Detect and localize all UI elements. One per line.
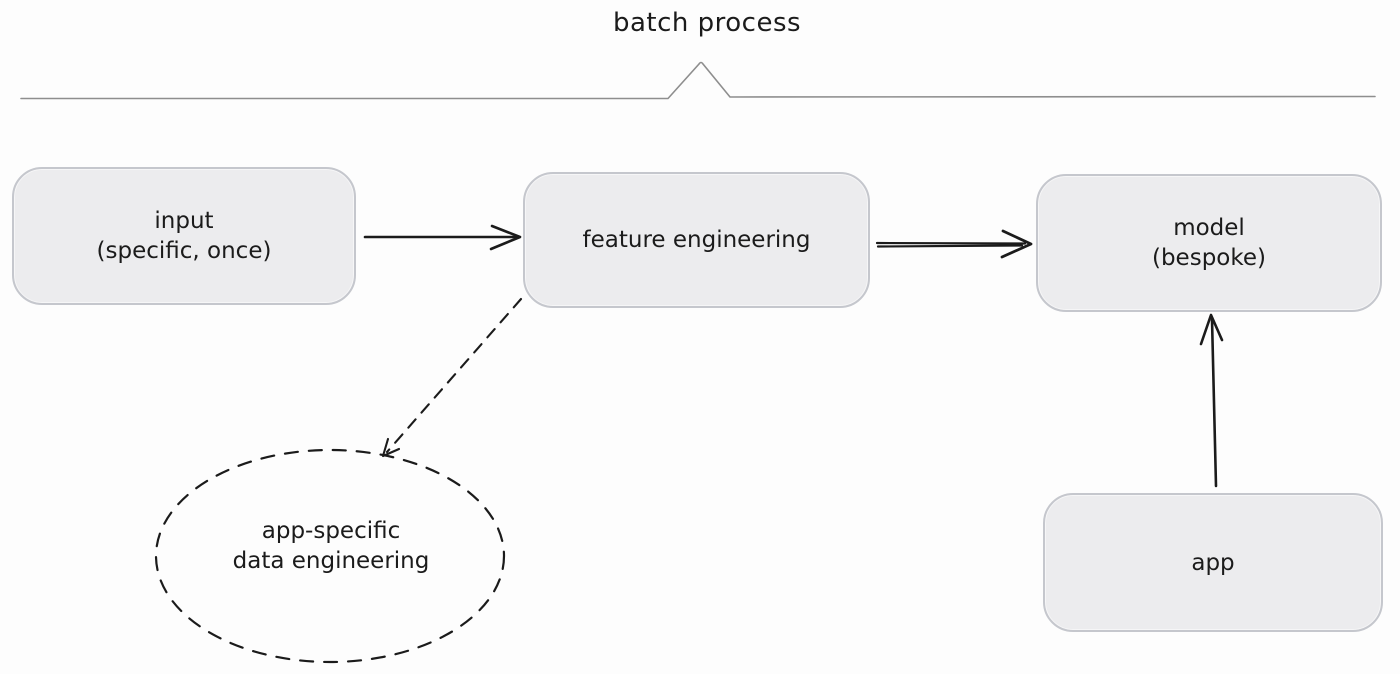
batch-process-brace bbox=[20, 61, 1376, 100]
node-model-line1: model bbox=[1173, 215, 1245, 241]
data-engineering-label: app-specific data engineering bbox=[180, 516, 482, 576]
arrow-shaft bbox=[1210, 317, 1218, 488]
arrow-shaft bbox=[875, 241, 1027, 245]
node-input-line1: input bbox=[154, 208, 214, 234]
data-engineering-line1: app-specific bbox=[261, 518, 401, 544]
dashed-shaft bbox=[385, 297, 523, 454]
node-feature-engineering: feature engineering bbox=[523, 172, 870, 308]
node-model: model (bespoke) bbox=[1036, 174, 1382, 312]
node-model-line2: (bespoke) bbox=[1151, 245, 1266, 271]
data-engineering-line2: data engineering bbox=[232, 548, 430, 574]
data-engineering-ellipse bbox=[154, 448, 506, 664]
node-app-line1: app bbox=[1191, 549, 1235, 576]
arrow-app-to-model bbox=[1199, 313, 1224, 488]
batch-process-label: batch process bbox=[612, 8, 802, 38]
arrowhead-icon bbox=[1199, 313, 1224, 346]
arrow-input-to-feature bbox=[363, 224, 522, 251]
arrowhead-icon bbox=[489, 224, 522, 251]
arrow-feature-to-model bbox=[875, 229, 1033, 259]
node-input: input (specific, once) bbox=[12, 167, 356, 305]
node-input-line2: (specific, once) bbox=[96, 238, 272, 264]
node-feature-line1: feature engineering bbox=[582, 227, 811, 253]
dashed-connector-feature-to-data-engineering bbox=[381, 297, 523, 458]
arrowhead-icon bbox=[1000, 229, 1033, 259]
node-app: app bbox=[1043, 493, 1383, 632]
arrow-shaft-overdraw bbox=[876, 244, 1024, 248]
